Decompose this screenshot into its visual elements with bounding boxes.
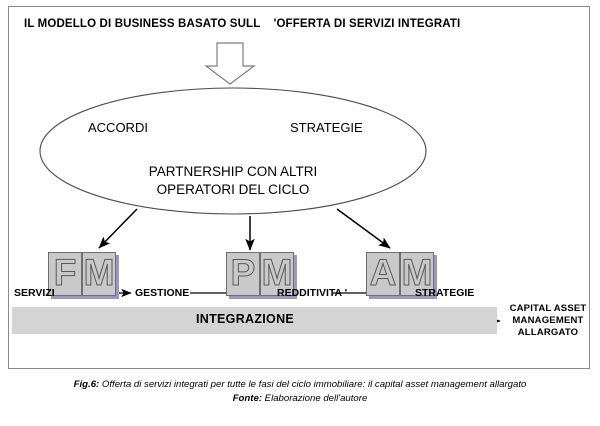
caption-line-2: Fonte: Elaborazione dell'autore [20,392,580,406]
outcome-label: CAPITAL ASSET MANAGEMENT ALLARGATO [504,303,592,339]
ellipse-main-text: PARTNERSHIP CON ALTRI OPERATORI DEL CICL… [40,163,426,199]
outcome-line1: CAPITAL ASSET [509,303,587,314]
caption-source-label: Fonte: [232,393,262,404]
diagram-title: IL MODELLO DI BUSINESS BASATO SULL 'OFFE… [24,18,461,30]
integration-label: INTEGRAZIONE [196,312,295,326]
integration-band [12,307,497,334]
flow-label-gestione: GESTIONE [135,287,190,299]
outcome-line2: MANAGEMENT [512,315,584,326]
caption-fig-label: Fig.6: [73,379,100,390]
ellipse-main-line1: PARTNERSHIP CON ALTRI [148,164,318,179]
caption-source-text: Elaborazione dell'autore [262,393,368,404]
caption-line-1: Fig.6: Offerta di servizi integrati per … [20,378,580,392]
ellipse-label-strategie: STRATEGIE [290,120,363,135]
flow-label-strategie: STRATEGIE [415,287,475,299]
box-pm-letter-p: P [226,252,260,296]
box-fm-letter-m: M [82,252,116,296]
box-pm-letter-m: M [260,252,294,296]
flow-label-servizi: SERVIZI [14,287,55,299]
ellipse-label-accordi: ACCORDI [88,120,148,135]
caption-fig-text: Offerta di servizi integrati per tutte l… [99,379,527,390]
figure-caption: Fig.6: Offerta di servizi integrati per … [20,378,580,406]
outcome-line3: ALLARGATO [517,327,579,338]
box-fm-letter-f: F [48,252,82,296]
ellipse-main-line2: OPERATORI DEL CICLO [156,182,310,197]
box-am-letter-m: M [400,252,434,296]
flow-label-redditivita: REDDITIVITA ' [277,287,348,299]
box-am-letter-a: A [366,252,400,296]
